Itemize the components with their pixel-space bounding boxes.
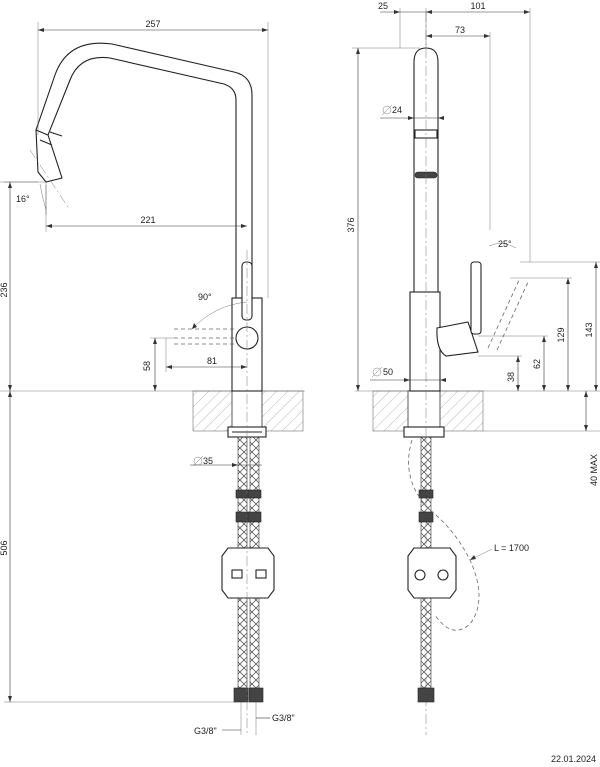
dim-total-depth: 101 [470, 1, 485, 11]
dim-spout-depth: 73 [455, 25, 465, 35]
dim-height-aerator: 236 [0, 282, 9, 297]
dim-aerator-offset: 221 [140, 215, 155, 225]
dim-spray-angle: 16° [16, 194, 30, 204]
dim-base-diameter: 35 [203, 456, 213, 466]
side-view: 25 101 73 24 376 25° 143 129 [346, 1, 600, 735]
dim-lever-pivot-height: 62 [532, 359, 542, 369]
dim-lever-height: 58 [142, 361, 152, 371]
dim-connection-right: G3/8" [272, 713, 295, 723]
dim-lever-base-height: 38 [506, 372, 516, 382]
spout-inner-outline [35, 42, 253, 298]
dim-spout-diameter: 24 [392, 105, 402, 115]
front-view: 257 221 16° 236 90° 81 58 35 [0, 19, 305, 736]
drawing-date: 22.01.2024 [551, 754, 596, 764]
dim-lever-tilt: 25° [498, 239, 512, 249]
spray-head [35, 129, 63, 183]
dim-back-offset: 25 [378, 1, 388, 11]
dim-handle-height-max: 143 [584, 322, 594, 337]
side-lever [436, 321, 479, 357]
dim-hose-length: 506 [0, 540, 9, 555]
connector-right [248, 687, 264, 703]
side-hose-weight [407, 547, 457, 599]
dim-pullout-hose-length: L = 1700 [494, 543, 529, 553]
pullout-hose-loop [408, 439, 480, 631]
dim-connection-left: G3/8" [194, 726, 217, 736]
side-body [409, 291, 441, 392]
dim-deck-thickness: 40 MAX [589, 454, 599, 486]
dim-lever-rotation: 90° [198, 292, 212, 302]
dim-total-height: 376 [346, 217, 356, 232]
connector-left [233, 687, 249, 703]
dim-handle-height-mid: 129 [556, 327, 566, 342]
dim-body-diameter: 50 [383, 367, 393, 377]
dim-lever-reach: 81 [207, 356, 217, 366]
hose-weight [221, 547, 275, 599]
dim-spout-reach: 257 [145, 19, 160, 29]
spout-outline [47, 56, 237, 298]
